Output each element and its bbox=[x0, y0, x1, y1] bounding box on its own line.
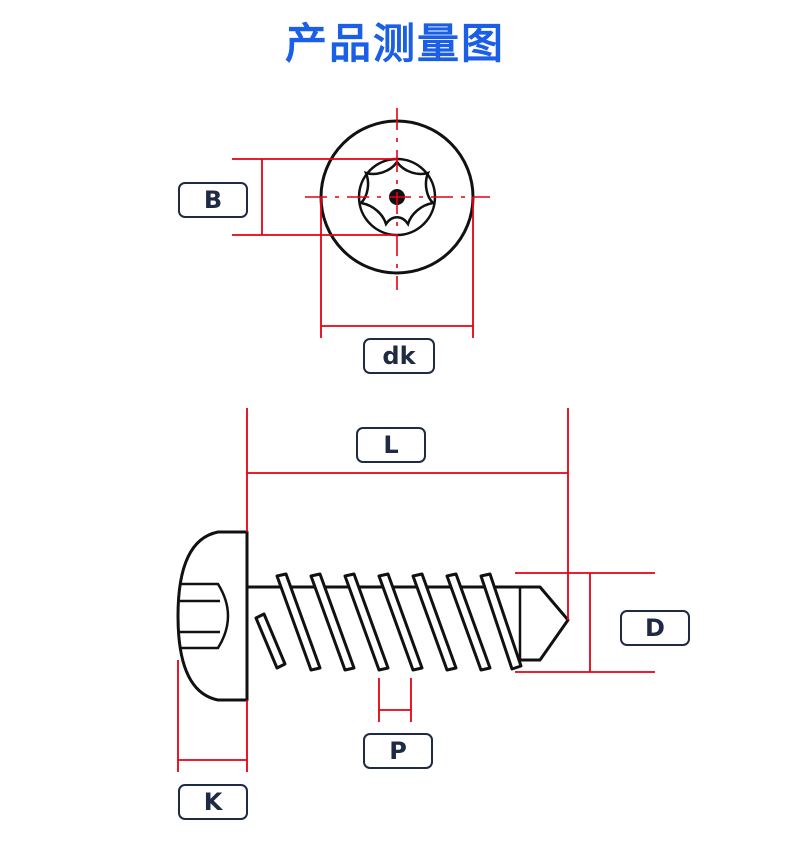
label-l: L bbox=[356, 427, 426, 463]
screw-head bbox=[176, 530, 249, 702]
hex-socket bbox=[180, 582, 230, 650]
threads bbox=[254, 572, 523, 672]
screw-side-view bbox=[176, 530, 570, 702]
dimension-d bbox=[515, 572, 655, 673]
dimension-b bbox=[232, 158, 397, 236]
label-p: P bbox=[363, 733, 433, 769]
page-title: 产品测量图 bbox=[284, 19, 505, 68]
screw-shank bbox=[247, 585, 570, 662]
label-k: K bbox=[178, 784, 248, 820]
label-dk: dk bbox=[363, 338, 435, 374]
label-b: B bbox=[178, 182, 248, 218]
dimension-dk bbox=[320, 197, 474, 338]
dimension-p bbox=[378, 678, 412, 722]
label-d: D bbox=[620, 610, 690, 646]
dimension-l bbox=[246, 408, 569, 620]
dimension-k bbox=[177, 660, 248, 772]
center-lines bbox=[305, 108, 490, 290]
